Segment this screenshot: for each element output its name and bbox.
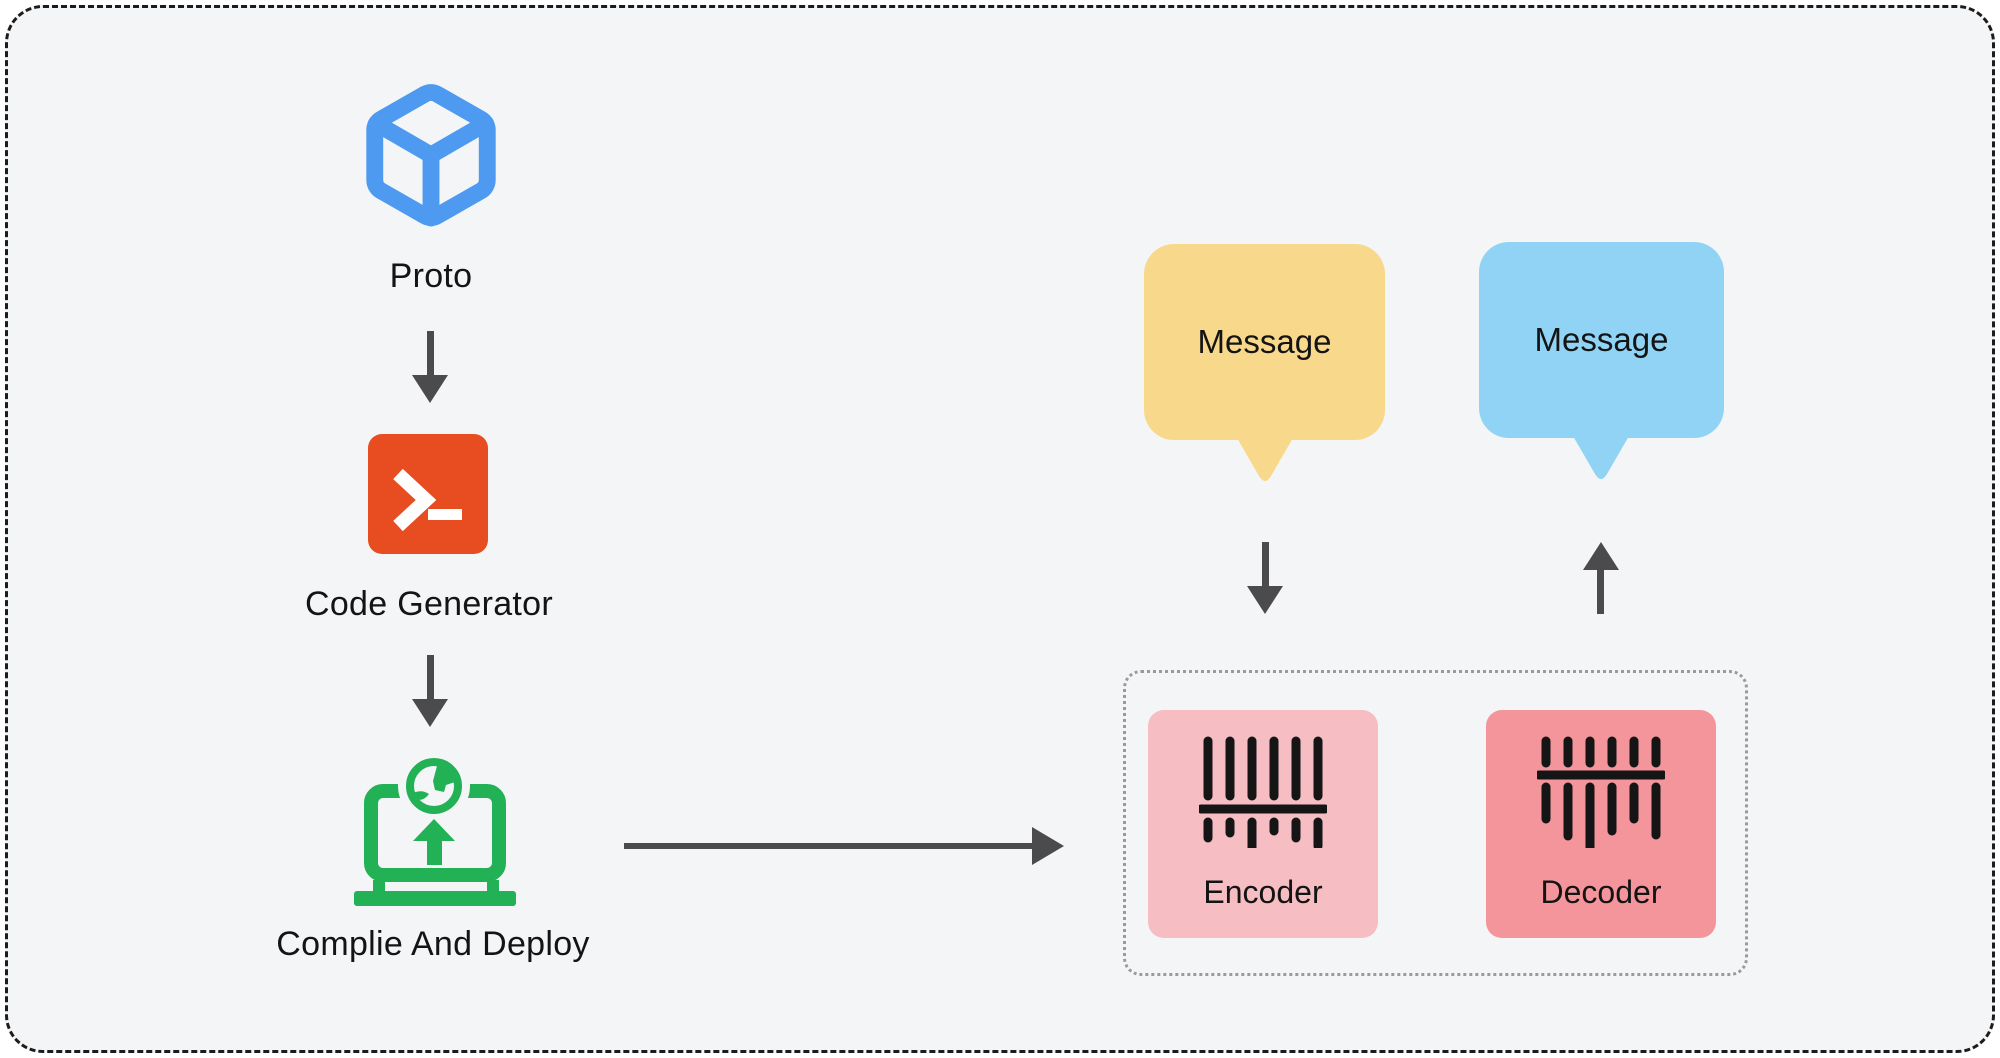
arrow-down-icon [1247,542,1283,614]
code-generator-label: Code Generator [304,585,553,623]
message-bubble-input: Message [1144,244,1385,440]
decoder-box: Decoder [1486,710,1716,938]
arrow-down-icon [412,331,448,403]
speech-tail-icon [1237,438,1293,481]
encoder-box: Encoder [1148,710,1378,938]
speech-tail-icon [1573,436,1629,479]
codec-container [1123,670,1748,976]
flow-arrow-right-icon [624,827,1064,865]
compile-deploy-laptop-icon [354,757,516,906]
message-bubble-output: Message [1479,242,1724,438]
decoder-barcode-scan-icon [1537,736,1665,848]
encoder-label: Encoder [1203,874,1323,910]
message-input-label: Message [1197,323,1332,360]
code-generator-terminal-icon [368,434,488,554]
arrow-up-icon [1583,542,1619,614]
proto-label: Proto [389,257,473,295]
arrow-down-icon [412,655,448,727]
decoder-label: Decoder [1540,874,1662,910]
compile-deploy-label: Complie And Deploy [276,925,590,963]
encoder-barcode-scan-icon [1199,736,1327,848]
proto-cube-icon [366,84,496,227]
message-output-label: Message [1534,321,1669,358]
